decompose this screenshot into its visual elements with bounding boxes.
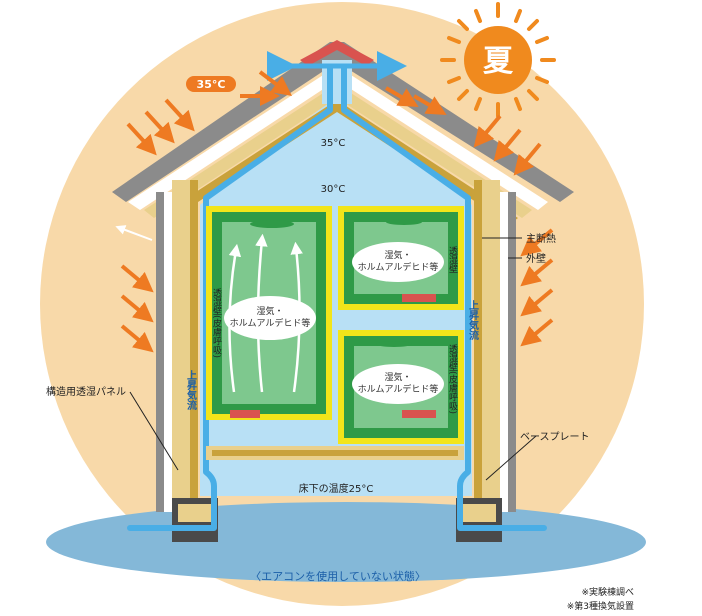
moisture-label: ホルムアルデヒド等 xyxy=(230,317,311,329)
attic-temp-label: 30°C xyxy=(321,184,346,195)
moisture-label: ホルムアルデヒド等 xyxy=(358,383,439,395)
sun-icon xyxy=(440,2,556,118)
main-insulation-label: 主断熱 xyxy=(526,232,556,245)
moisture-cloud-large xyxy=(224,296,316,340)
note-1: ※実験棟調べ xyxy=(581,586,634,598)
wall-label-upper-right: 透湿壁 xyxy=(447,246,458,273)
upflow-label-left: 上昇気流 xyxy=(185,369,198,411)
moisture-label: 湿気・ xyxy=(384,249,411,261)
moisture-label: 湿気・ xyxy=(256,305,283,317)
structural-panel-label: 構造用透湿パネル xyxy=(46,385,126,398)
moisture-label: ホルムアルデヒド等 xyxy=(358,261,439,273)
base-plate-label: ベースプレート xyxy=(520,431,590,443)
callout-leaders xyxy=(129,237,537,481)
note-2: ※第3種換気設置 xyxy=(567,600,634,612)
moisture-label: 湿気・ xyxy=(384,371,411,383)
outside-temp-label: 35°C xyxy=(197,78,226,91)
moisture-cloud-upper xyxy=(352,242,444,282)
wall-label-lower-right: 透湿壁(皮膚呼吸) xyxy=(447,344,458,414)
outer-wall-label: 外壁 xyxy=(526,252,546,265)
moisture-cloud-lower xyxy=(352,364,444,404)
fan-icon xyxy=(250,219,422,347)
heater-icon xyxy=(230,294,436,418)
wall-label-left: 透湿壁(皮膚呼吸) xyxy=(211,288,222,358)
left-wall xyxy=(156,180,198,512)
heat-arrows xyxy=(120,70,554,353)
upflow-label-right: 上昇気流 xyxy=(467,299,480,341)
season-label: 夏 xyxy=(483,44,514,79)
caption: 〈エアコンを使用していない状態〉 xyxy=(250,569,426,583)
right-wall xyxy=(474,180,516,512)
outside-temp-badge xyxy=(186,76,236,92)
ridge-temp-label: 35°C xyxy=(321,138,346,149)
underfloor-temp-label: 床下の温度25°C xyxy=(299,482,374,495)
exhaust-arrow-left xyxy=(115,225,153,241)
